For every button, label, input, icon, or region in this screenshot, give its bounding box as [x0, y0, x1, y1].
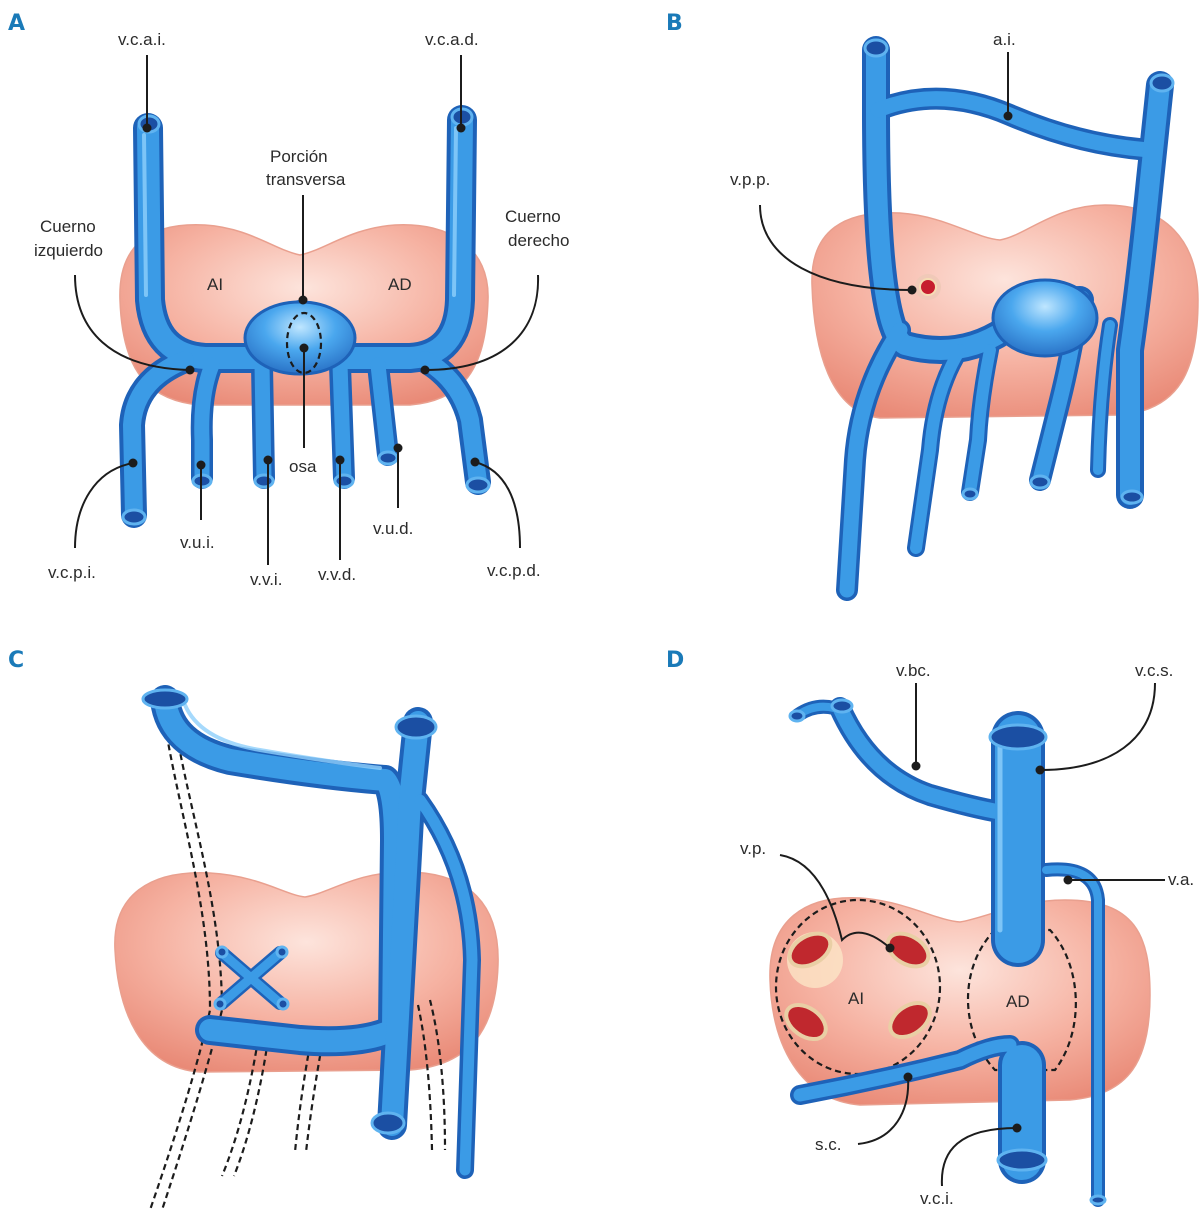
label-cuerno-derecho-2: derecho	[508, 231, 569, 250]
label-sc: s.c.	[815, 1135, 841, 1154]
panel-b-sinus-venosus	[993, 280, 1097, 356]
panel-b-letter: B	[666, 11, 683, 36]
panel-c: C	[8, 648, 498, 1210]
panel-a-transverse-sinus	[245, 302, 355, 374]
label-osa: osa	[289, 457, 317, 476]
label-va: v.a.	[1168, 870, 1194, 889]
label-d-ad: AD	[1006, 992, 1030, 1011]
label-vcad: v.c.a.d.	[425, 30, 479, 49]
label-vpp: v.p.p.	[730, 170, 770, 189]
label-cuerno-derecho-1: Cuerno	[505, 207, 561, 226]
label-ai: AI	[207, 275, 223, 294]
label-d-ai: AI	[848, 989, 864, 1008]
panel-a-letter: A	[8, 11, 25, 36]
label-vcpd: v.c.p.d.	[487, 561, 541, 580]
label-vcs: v.c.s.	[1135, 661, 1173, 680]
panel-b-veins	[847, 40, 1173, 590]
panel-c-letter: C	[8, 648, 24, 673]
label-vci: v.c.i.	[920, 1189, 954, 1208]
label-ad: AD	[388, 275, 412, 294]
label-vui: v.u.i.	[180, 533, 215, 552]
label-cuerno-izquierdo-2: izquierdo	[34, 241, 103, 260]
label-vp: v.p.	[740, 839, 766, 858]
panel-d: D	[666, 648, 1194, 1208]
panel-a: A	[8, 11, 569, 589]
label-vvi: v.v.i.	[250, 570, 282, 589]
label-vvd: v.v.d.	[318, 565, 356, 584]
label-vcpi: v.c.p.i.	[48, 563, 96, 582]
label-porcion: Porción	[270, 147, 328, 166]
label-b-ai: a.i.	[993, 30, 1016, 49]
label-vcai: v.c.a.i.	[118, 30, 166, 49]
panel-d-letter: D	[666, 648, 684, 673]
label-transversa: transversa	[266, 170, 346, 189]
label-vbc: v.bc.	[896, 661, 931, 680]
label-vud: v.u.d.	[373, 519, 413, 538]
panel-b-vpp-remnant	[920, 279, 936, 295]
label-cuerno-izquierdo-1: Cuerno	[40, 217, 96, 236]
panel-b: B	[666, 11, 1198, 590]
